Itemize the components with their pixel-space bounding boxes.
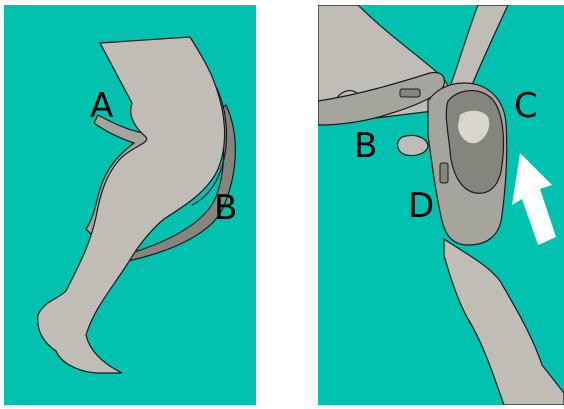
label-a: A [90, 89, 113, 123]
hand-right [398, 135, 428, 155]
right-figure-panel: B C D [318, 5, 564, 405]
side-tab [440, 163, 448, 183]
right-leg-illustration [318, 5, 564, 405]
label-b: B [214, 191, 237, 225]
label-d: D [408, 189, 434, 223]
strap-buckle [400, 89, 420, 97]
left-figure-panel: A B [4, 5, 256, 405]
label-b-right: B [354, 129, 377, 163]
label-c: C [514, 89, 538, 123]
